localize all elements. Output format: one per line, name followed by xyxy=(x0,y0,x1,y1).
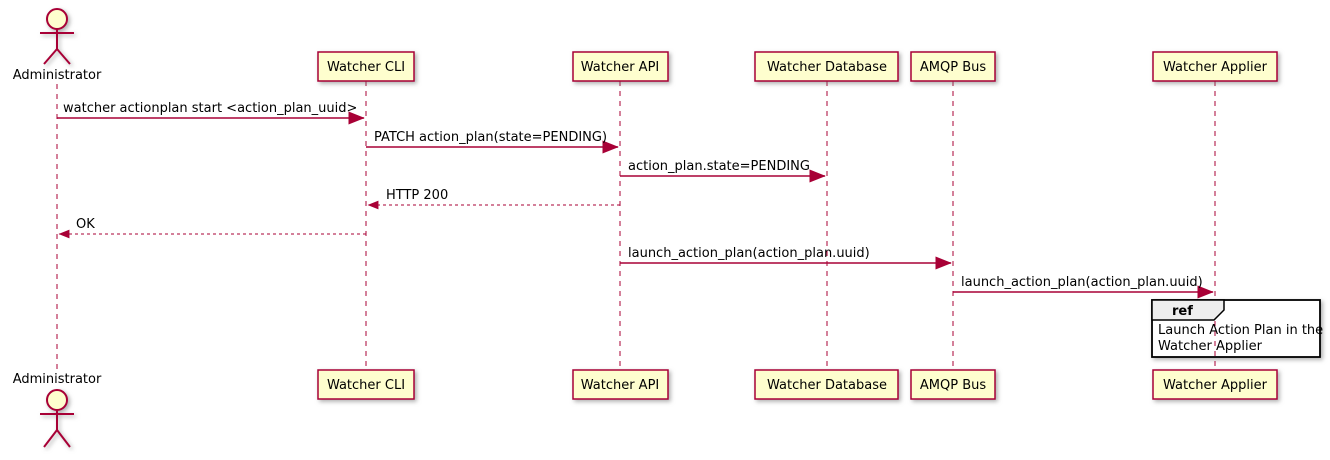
ref-fragment: ref Launch Action Plan in the Watcher Ap… xyxy=(1151,299,1323,354)
participant-label: Watcher CLI xyxy=(327,60,405,75)
message-label: HTTP 200 xyxy=(386,188,448,203)
participant-label: Watcher Applier xyxy=(1163,378,1268,393)
message-2: PATCH action_plan(state=PENDING) xyxy=(366,130,619,154)
message-1: watcher actionplan start <action_plan_uu… xyxy=(57,101,365,125)
participant-label: Watcher CLI xyxy=(327,378,405,393)
participant-watcher-cli-top: Watcher CLI xyxy=(317,51,415,82)
participant-watcher-api-bottom: Watcher API xyxy=(572,369,669,400)
participant-label: Watcher Database xyxy=(767,60,887,75)
message-label: OK xyxy=(76,217,95,232)
actor-administrator-bottom: Administrator xyxy=(13,372,102,448)
actor-administrator-top: Administrator xyxy=(13,8,102,83)
message-6: launch_action_plan(action_plan.uuid) xyxy=(620,246,952,270)
actor-head xyxy=(46,389,68,411)
participant-watcher-database-bottom: Watcher Database xyxy=(754,369,899,400)
actor-icon xyxy=(40,389,74,448)
participant-watcher-applier-top: Watcher Applier xyxy=(1152,51,1278,82)
participant-watcher-cli-bottom: Watcher CLI xyxy=(317,369,415,400)
message-7: launch_action_plan(action_plan.uuid) xyxy=(953,275,1214,299)
participants-top: Watcher CLI Watcher API Watcher Database… xyxy=(317,51,1278,82)
participant-label: Watcher Applier xyxy=(1163,60,1268,75)
participant-label: AMQP Bus xyxy=(920,60,986,75)
lifelines xyxy=(56,81,1216,370)
messages: watcher actionplan start <action_plan_uu… xyxy=(57,101,1214,299)
participant-label: Watcher API xyxy=(581,60,660,75)
message-label: PATCH action_plan(state=PENDING) xyxy=(374,130,607,145)
message-label: action_plan.state=PENDING xyxy=(628,159,810,174)
ref-keyword: ref xyxy=(1172,304,1193,319)
actor-head xyxy=(46,8,68,30)
participant-label: AMQP Bus xyxy=(920,378,986,393)
participant-watcher-database-top: Watcher Database xyxy=(754,51,899,82)
actor-label-top: Administrator xyxy=(13,68,102,83)
participant-amqp-bus-bottom: AMQP Bus xyxy=(910,369,996,400)
participant-label: Watcher API xyxy=(581,378,660,393)
participant-label: Watcher Database xyxy=(767,378,887,393)
message-3: action_plan.state=PENDING xyxy=(620,159,826,183)
participants-bottom: Watcher CLI Watcher API Watcher Database… xyxy=(317,369,1278,400)
ref-text-line1: Launch Action Plan in the xyxy=(1158,323,1323,338)
participant-watcher-api-top: Watcher API xyxy=(572,51,669,82)
message-5-return: OK xyxy=(58,217,366,239)
participant-watcher-applier-bottom: Watcher Applier xyxy=(1152,369,1278,400)
ref-tab xyxy=(1151,299,1225,321)
message-label: launch_action_plan(action_plan.uuid) xyxy=(628,246,870,261)
message-label: launch_action_plan(action_plan.uuid) xyxy=(961,275,1203,290)
actor-icon xyxy=(40,8,74,65)
message-label: watcher actionplan start <action_plan_uu… xyxy=(63,101,357,116)
ref-text-line2: Watcher Applier xyxy=(1158,339,1263,354)
message-4-return: HTTP 200 xyxy=(367,188,620,210)
participant-amqp-bus-top: AMQP Bus xyxy=(910,51,996,82)
actor-label-bottom: Administrator xyxy=(13,372,102,387)
